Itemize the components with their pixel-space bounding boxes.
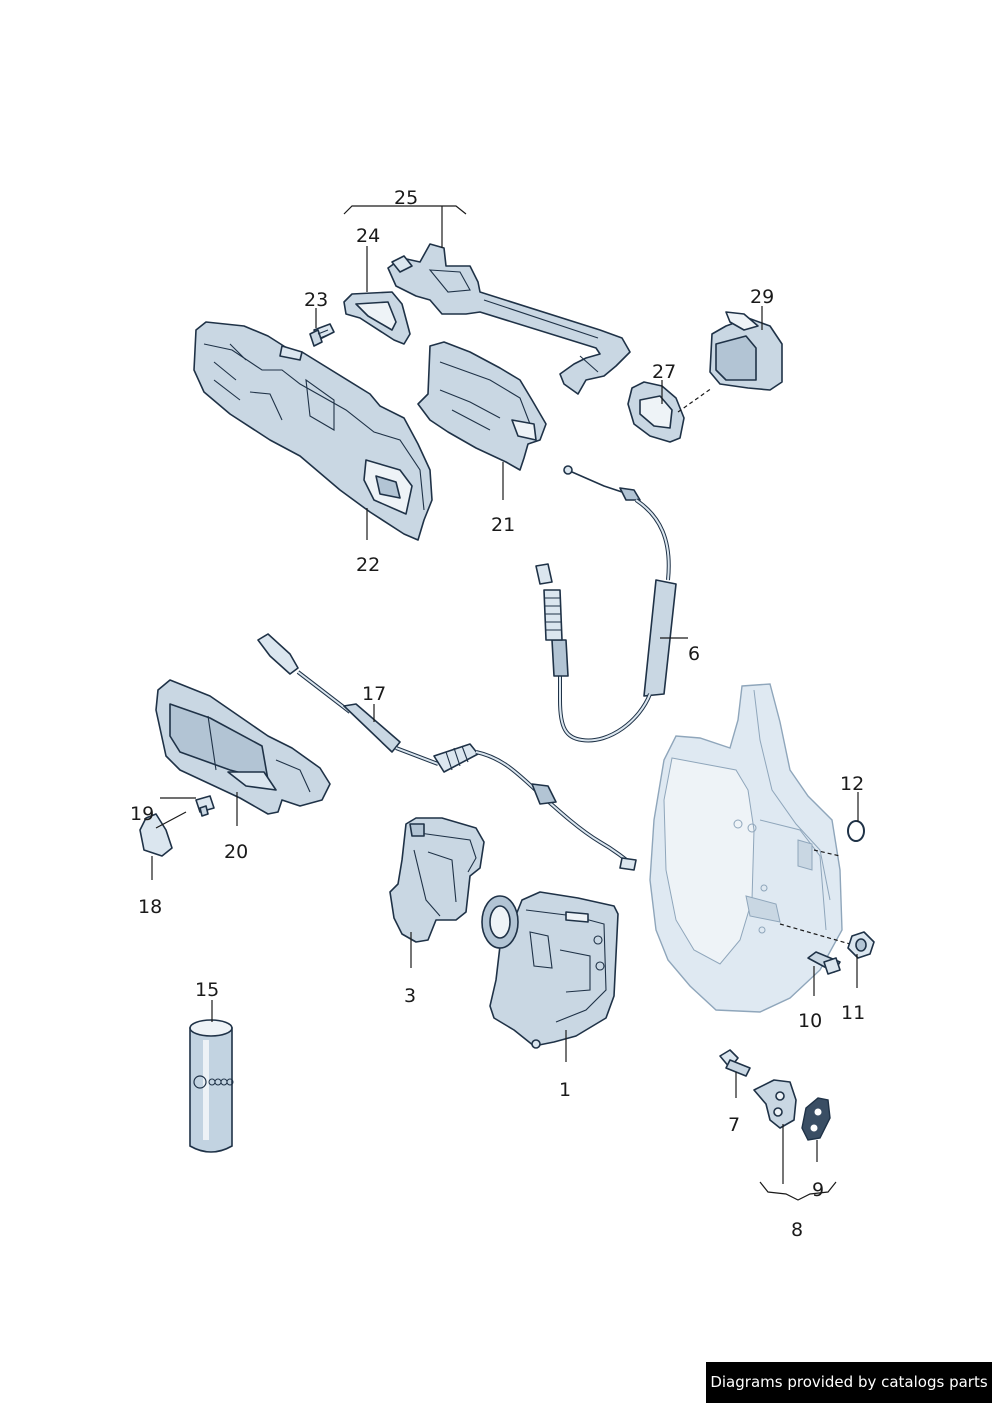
part-25-outer-handle <box>387 243 631 395</box>
callout-labels: 25 24 23 29 27 21 22 6 17 12 19 20 18 3 … <box>130 187 865 1241</box>
part-3-bracket <box>389 817 485 943</box>
part-17-cable <box>257 633 637 871</box>
part-20-inner-handle <box>155 679 331 815</box>
part-27-seal <box>627 381 685 443</box>
callout-21: 21 <box>491 514 515 536</box>
part-7-screw <box>719 1049 751 1077</box>
callout-1: 1 <box>559 1079 571 1101</box>
part-12-o-ring <box>847 820 865 842</box>
callout-10: 10 <box>798 1010 822 1032</box>
part-19-screw <box>195 795 215 817</box>
part-18-cover <box>139 813 173 857</box>
callout-15: 15 <box>195 979 219 1001</box>
callout-24: 24 <box>356 225 380 247</box>
leader-lines <box>151 205 859 1201</box>
callout-8: 8 <box>791 1219 803 1241</box>
part-15-grease-can <box>189 1019 234 1153</box>
part-24-gasket <box>343 291 411 345</box>
part-21-bracket <box>417 341 547 471</box>
part-29-cylinder-cap <box>709 311 783 391</box>
callout-19: 19 <box>130 803 154 825</box>
part-9-shim <box>801 1097 831 1141</box>
callout-17: 17 <box>362 683 386 705</box>
callout-23: 23 <box>304 289 328 311</box>
part-22-handle-carrier <box>193 321 433 541</box>
part-8-striker <box>753 1079 797 1129</box>
callout-27: 27 <box>652 361 676 383</box>
part-6-cable <box>535 465 677 743</box>
part-10-bolt <box>807 951 841 975</box>
callout-25: 25 <box>394 187 418 209</box>
callout-3: 3 <box>404 985 416 1007</box>
callout-18: 18 <box>138 896 162 918</box>
door-panel <box>649 683 843 1013</box>
callout-11: 11 <box>841 1002 865 1024</box>
callout-9: 9 <box>812 1179 824 1201</box>
callout-6: 6 <box>688 643 700 665</box>
part-23-screw <box>309 323 335 347</box>
attribution-badge: Diagrams provided by catalogs parts <box>706 1362 992 1403</box>
callout-29: 29 <box>750 286 774 308</box>
callout-22: 22 <box>356 554 380 576</box>
callout-20: 20 <box>224 841 248 863</box>
callout-12: 12 <box>840 773 864 795</box>
part-1-door-lock <box>481 891 619 1049</box>
callout-7: 7 <box>728 1114 740 1136</box>
part-11-nut <box>847 931 875 959</box>
